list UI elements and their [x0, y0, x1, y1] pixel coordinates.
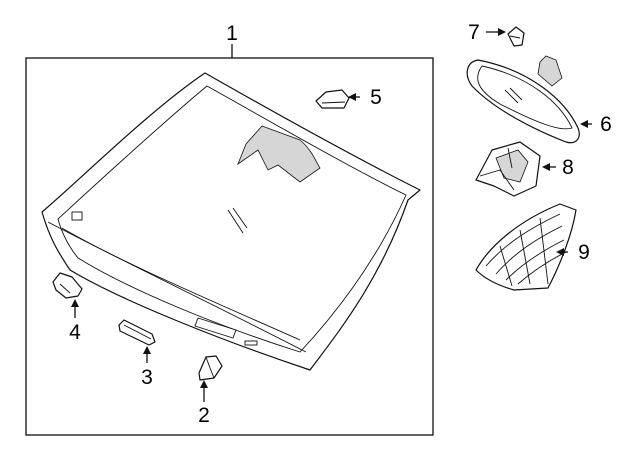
- callout-2-arrow: [200, 380, 208, 388]
- callout-1: 1: [226, 22, 238, 45]
- callout-9-arrow: [556, 248, 564, 256]
- callout-3-arrow: [143, 346, 151, 354]
- callout-6-arrow: [580, 120, 588, 128]
- part-6-mirror: [466, 55, 580, 144]
- windshield-glass: [41, 72, 421, 371]
- part-7-cap: [507, 26, 525, 47]
- part-4-clip: [52, 272, 83, 299]
- callout-8: 8: [562, 156, 574, 179]
- callout-7: 7: [468, 21, 480, 44]
- callout-4: 4: [69, 321, 81, 344]
- part-2-clip: [198, 355, 223, 381]
- callout-5: 5: [370, 86, 382, 109]
- part-8-bracket: [475, 141, 541, 197]
- callout-5-arrow: [348, 93, 356, 101]
- callout-9: 9: [578, 241, 590, 264]
- callout-7-arrow: [498, 28, 506, 36]
- callout-8-arrow: [542, 163, 550, 171]
- part-5-cover: [315, 89, 350, 109]
- assembly-frame: [25, 57, 434, 436]
- part-3-molding: [118, 319, 156, 346]
- callout-3: 3: [141, 366, 153, 389]
- part-9-cover-panel: [475, 203, 577, 291]
- callout-4-arrow: [71, 299, 79, 307]
- callout-6: 6: [600, 113, 612, 136]
- callout-2: 2: [198, 404, 210, 427]
